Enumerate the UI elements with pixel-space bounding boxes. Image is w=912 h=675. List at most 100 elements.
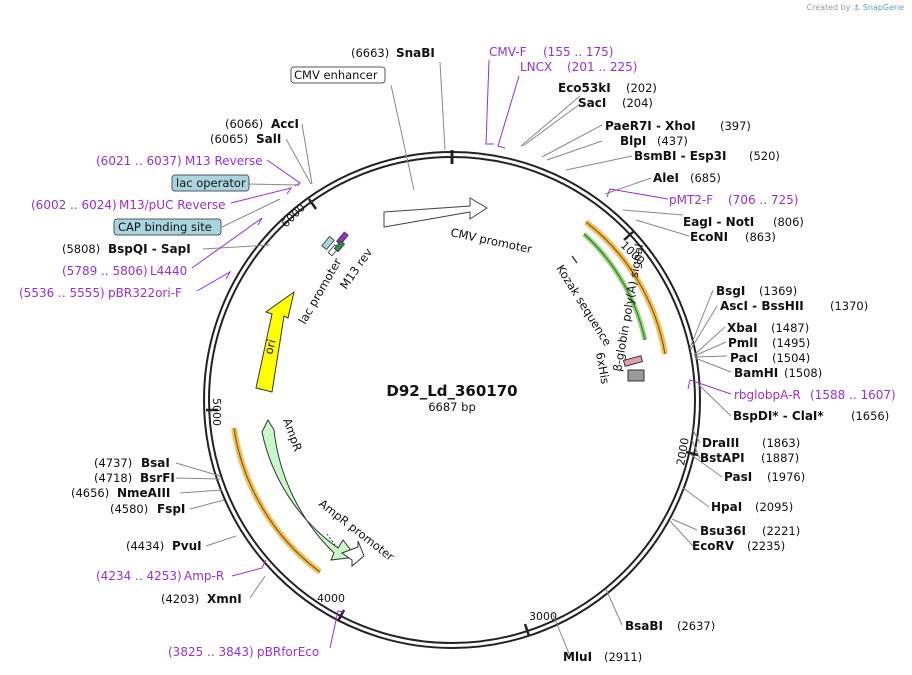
- enzyme-name-alei: AleI: [653, 171, 679, 185]
- primer-bind-arc-2-line: [233, 427, 321, 573]
- snapgene-logo-icon: ⚓: [853, 3, 861, 12]
- ori-label: ori: [261, 338, 278, 356]
- primer-name-pbr322ori-f: pBR322ori-F: [108, 286, 182, 300]
- enzyme-name-bsu36i: Bsu36I: [700, 524, 746, 538]
- enzyme-pos-sapi: (5808): [62, 242, 100, 256]
- lac-operator-box: lac operator: [171, 174, 250, 192]
- lac-operator-label: lac operator: [176, 176, 246, 190]
- plasmid-name: D92_Ld_360170: [386, 382, 517, 400]
- m13-rev-label: M13 rev: [337, 245, 375, 291]
- enzyme-name-ecorv: EcoRV: [692, 539, 735, 553]
- enzyme-name-clai: BspDI* - ClaI*: [733, 409, 824, 423]
- enzyme-name-xhoi: PaeR7I - XhoI: [605, 119, 696, 133]
- enzyme-name-blpi: BlpI: [620, 134, 646, 148]
- enzyme-name-eco53ki: Eco53kI: [558, 81, 611, 95]
- primer-range-pbrforeco: (3825 .. 3843): [168, 645, 254, 659]
- enzyme-pos-acci: (6066): [225, 117, 263, 131]
- enzyme-name-fspi: FspI: [157, 502, 185, 516]
- primer-name-pbrforeco: pBRforEco: [257, 645, 319, 659]
- enzyme-pos-xmni: (4203): [161, 592, 199, 606]
- ori-arrow: [255, 290, 295, 393]
- enzyme-pos-draiii: (1863): [762, 436, 800, 450]
- cmv-enhancer-box: CMV enhancer: [290, 66, 386, 84]
- enzyme-name-pmli: PmlI: [728, 336, 758, 350]
- enzyme-leader-lines: [175, 61, 732, 657]
- enzyme-pos-notI: (806): [773, 215, 804, 229]
- tick-label-5000: 5000: [210, 398, 223, 426]
- kozak-marker: [571, 255, 578, 264]
- snapgene-brand-text: SnapGene: [862, 3, 904, 12]
- ampr-label: AmpR: [280, 416, 305, 453]
- primer-range-m13-puc-reverse: (6002 .. 6024): [31, 198, 117, 212]
- primer-leader-lines: [191, 59, 732, 649]
- enzyme-pos-paci: (1504): [772, 351, 810, 365]
- enzyme-pos-mlui: (2911): [604, 650, 642, 664]
- enzyme-pos-pasi: (1976): [767, 470, 805, 484]
- primer-name-pmt2-f: pMT2-F: [669, 193, 713, 207]
- enzyme-pos-pvui: (4434): [126, 539, 164, 553]
- enzyme-name-bsabi: BsaBI: [625, 619, 663, 633]
- cmv-enhancer-label: CMV enhancer: [294, 68, 378, 82]
- enzyme-name-paci: PacI: [730, 351, 758, 365]
- enzyme-pos-alei: (685): [690, 171, 721, 185]
- primer-labels: CMV-F (155 .. 175) LNCX (201 .. 225) pMT…: [19, 45, 896, 659]
- primer-range-m13-reverse: (6021 .. 6037): [96, 154, 182, 168]
- enzyme-name-mlui: MluI: [563, 650, 592, 664]
- enzyme-pos-hpai: (2095): [755, 500, 793, 514]
- enzyme-name-bsmbi: BsmBI - Esp3I: [634, 149, 726, 163]
- kozak-bind-arc-line: [583, 233, 646, 341]
- enzyme-name-sali: SalI: [256, 132, 281, 146]
- primer-range-pbr322ori-f: (5536 .. 5555): [19, 286, 105, 300]
- enzyme-pos-bstapi: (1887): [761, 451, 799, 465]
- globin-polya-label: β-globin poly(A) signal: [610, 243, 646, 373]
- enzyme-name-asci: AscI - BssHII: [720, 299, 804, 313]
- enzyme-name-bamhi: BamHI: [734, 366, 778, 380]
- enzyme-name-econi: EcoNI: [690, 230, 728, 244]
- enzyme-pos-ecorv: (2235): [747, 539, 785, 553]
- primer-range-amp-r: (4234 .. 4253): [96, 569, 182, 583]
- enzyme-pos-bsabi: (2637): [677, 619, 715, 633]
- cmv-promoter-arrow: [383, 197, 488, 228]
- enzyme-pos-bsu36i: (2221): [762, 524, 800, 538]
- enzyme-name-xbai: XbaI: [727, 321, 757, 335]
- primer-range-cmv-f: (155 .. 175): [543, 45, 613, 59]
- 6xhis-feature: [622, 355, 644, 367]
- globin-polya-feature: [627, 369, 645, 382]
- cap-binding-site-box: CAP binding site: [113, 218, 222, 236]
- enzyme-pos-pmli: (1495): [772, 336, 810, 350]
- enzyme-pos-asci: (1370): [830, 299, 868, 313]
- enzyme-name-pvui: PvuI: [172, 539, 202, 553]
- enzyme-pos-saci: (204): [622, 96, 653, 110]
- enzyme-pos-bsrfi: (4718): [94, 471, 132, 485]
- enzyme-name-nmeaiii: NmeAIII: [117, 486, 170, 500]
- enzyme-pos-bamhi: (1508): [784, 366, 822, 380]
- enzyme-pos-xhoi: (397): [720, 119, 751, 133]
- enzyme-name-bsgi: BsgI: [716, 284, 745, 298]
- cmv-promoter-label: CMV promoter: [449, 225, 533, 256]
- tick-label-2000: 2000: [674, 437, 692, 467]
- enzyme-pos-bsgi: (1369): [759, 284, 797, 298]
- cap-binding-site-label: CAP binding site: [118, 220, 212, 234]
- enzyme-labels: (6663) SnaBI Eco53kI (202) SacI (204) Pa…: [62, 46, 889, 664]
- enzyme-name-acci: AccI: [271, 117, 299, 131]
- ampr-arrow: [261, 418, 357, 561]
- enzyme-name-bstapi: BstAPI: [700, 451, 745, 465]
- primer-name-m13-puc-reverse: M13/pUC Reverse: [119, 198, 226, 212]
- primer-name-lncx: LNCX: [520, 60, 552, 74]
- enzyme-pos-clai: (1656): [851, 409, 889, 423]
- primer-range-pmt2-f: (706 .. 725): [728, 193, 798, 207]
- 6xhis-label: 6xHis: [593, 351, 612, 385]
- enzyme-pos-eco53ki: (202): [626, 81, 657, 95]
- enzyme-pos-bsmbi: (520): [749, 149, 780, 163]
- primer-bind-arc-1-line: [585, 221, 666, 355]
- created-by-text: Created by: [806, 3, 851, 12]
- enzyme-pos-econi: (863): [745, 230, 776, 244]
- primer-name-cmv-f: CMV-F: [489, 45, 527, 59]
- enzyme-name-pasi: PasI: [724, 470, 752, 484]
- enzyme-pos-bsai: (4737): [94, 456, 132, 470]
- primer-name-m13-reverse: M13 Reverse: [185, 154, 263, 168]
- enzyme-name-draiii: DraIII: [702, 436, 739, 450]
- primer-name-amp-r: Amp-R: [184, 569, 224, 583]
- enzyme-pos-sali: (6065): [210, 132, 248, 146]
- enzyme-name-snabi: SnaBI: [396, 46, 435, 60]
